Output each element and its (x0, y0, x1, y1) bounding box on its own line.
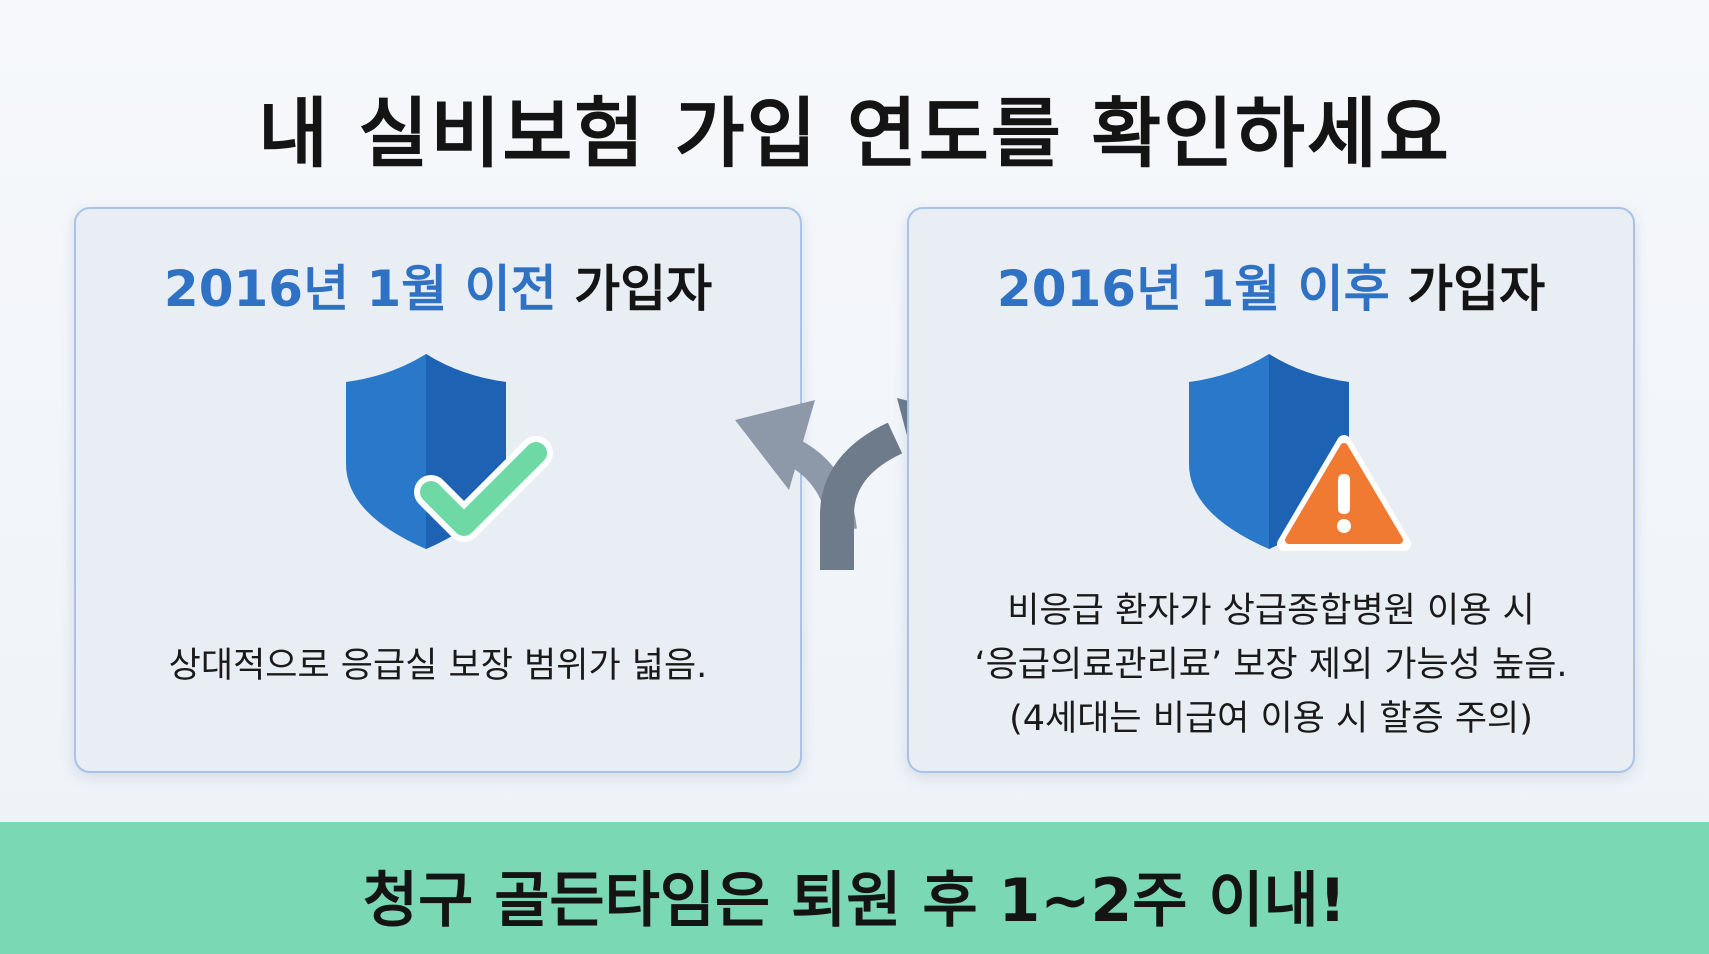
shield-check-icon (336, 344, 576, 554)
footer-banner: 청구 골든타임은 퇴원 후 1~2주 이내! (0, 822, 1709, 954)
footer-text: 청구 골든타임은 퇴원 후 1~2주 이내! (362, 866, 1347, 936)
page-title: 내 실비보험 가입 연도를 확인하세요 (258, 89, 1451, 178)
card-after-2016: 2016년 1월 이후 가입자 비응급 환자가 상급종합병원 이용 시 ‘응급의… (907, 207, 1635, 773)
card-title-accent: 2016년 1월 이후 (996, 260, 1390, 318)
desc-line: ‘응급의료관리료’ 보장 제외 가능성 높음. (974, 645, 1568, 685)
desc-line: 비응급 환자가 상급종합병원 이용 시 (1007, 591, 1535, 631)
card-description: 상대적으로 응급실 보장 범위가 넓음. (76, 639, 800, 693)
desc-line: (4세대는 비급여 이용 시 할증 주의) (1009, 699, 1533, 739)
shield-warning-icon (1179, 344, 1419, 554)
desc-line: 상대적으로 응급실 보장 범위가 넓음. (168, 646, 708, 686)
card-title: 2016년 1월 이전 가입자 (76, 249, 800, 321)
card-title-accent: 2016년 1월 이전 (163, 260, 557, 318)
card-description: 비응급 환자가 상급종합병원 이용 시 ‘응급의료관리료’ 보장 제외 가능성 … (909, 584, 1633, 746)
card-title: 2016년 1월 이후 가입자 (909, 249, 1633, 321)
card-title-rest: 가입자 (574, 260, 713, 318)
card-before-2016: 2016년 1월 이전 가입자 상대적으로 응급실 보장 범위가 넓음. (74, 207, 802, 773)
card-title-rest: 가입자 (1407, 260, 1546, 318)
